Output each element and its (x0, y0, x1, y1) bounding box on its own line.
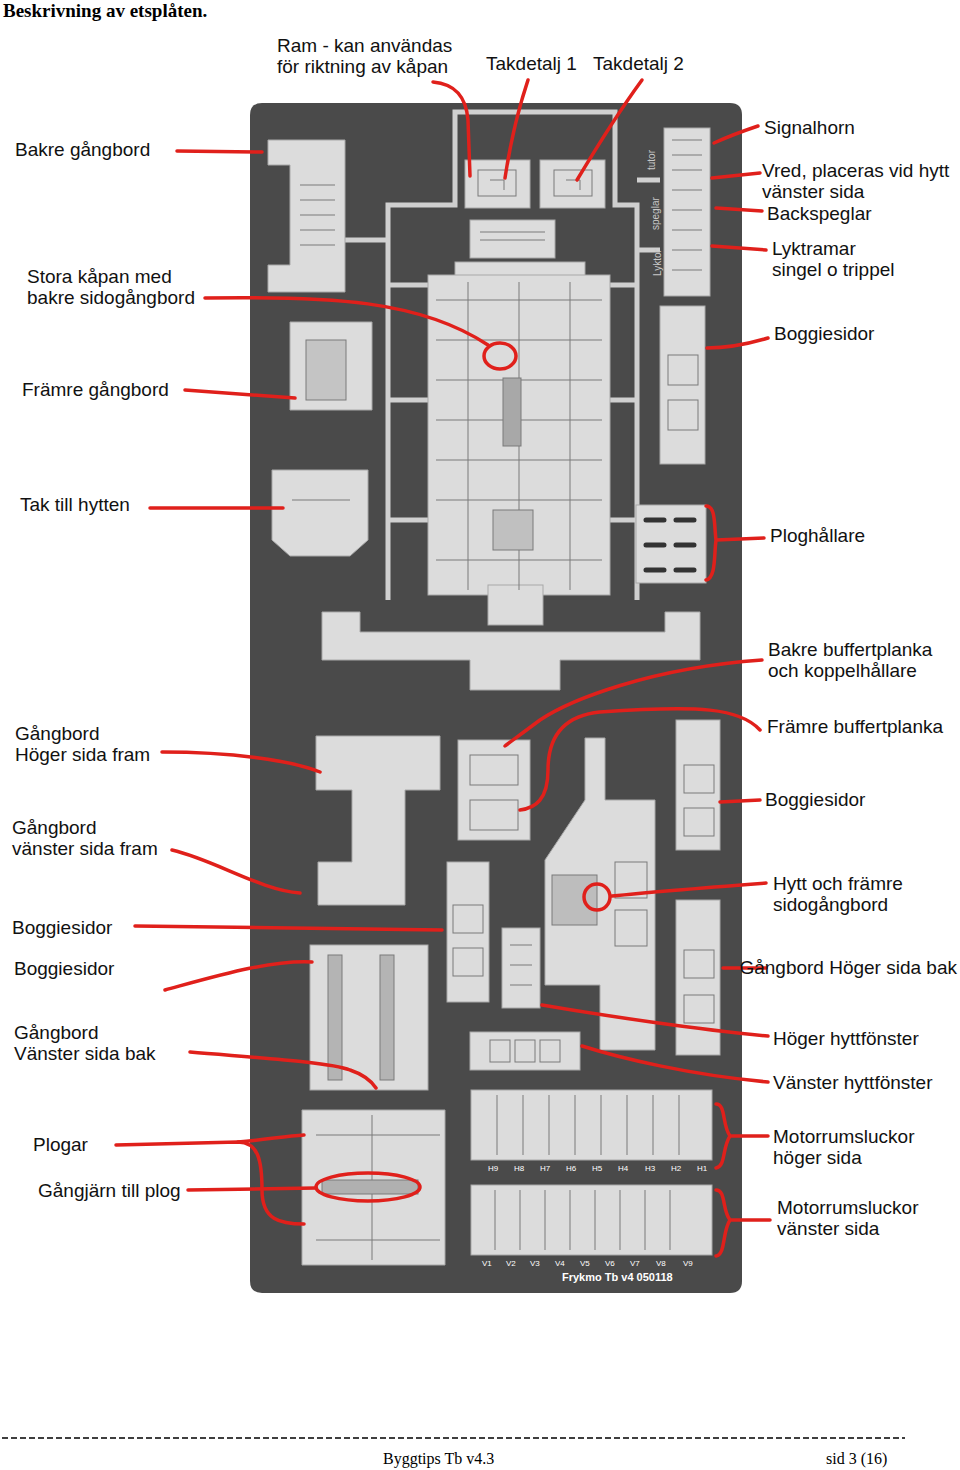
hatch-number: V8 (656, 1259, 666, 1268)
etched-text: tutor (646, 150, 657, 170)
etched-text: Lyktor (652, 249, 663, 276)
callout-label: Bakre buffertplanka och koppelhållare (768, 639, 943, 681)
callout-label: Gångbord Höger sida bak (739, 957, 957, 978)
page-title: Beskrivning av etsplåten. (3, 0, 207, 22)
callout-label: Plogar (33, 1134, 88, 1155)
callout-label: Ploghållare (770, 525, 865, 546)
hatch-number: V3 (530, 1259, 540, 1268)
callout-label: Signalhorn (764, 117, 855, 138)
footer-rule (2, 1437, 905, 1439)
callout-label: Boggiesidor (774, 323, 874, 344)
hatch-number: H5 (592, 1164, 602, 1173)
callout-label: Vänster hyttfönster (773, 1072, 932, 1093)
callout-label: Lyktramar singel o trippel (772, 238, 902, 280)
callout-label: Boggiesidor (12, 917, 112, 938)
callout-label: Hytt och främre sidogångbord (773, 873, 913, 915)
callout-label: Takdetalj 2 (593, 53, 684, 74)
etched-text: speglar (650, 197, 661, 230)
hatch-number: H6 (566, 1164, 576, 1173)
callout-label: Motorrumsluckor höger sida (773, 1126, 928, 1168)
etched-parts (268, 128, 720, 1265)
callout-label: Backspeglar (767, 203, 872, 224)
hatch-number: V1 (482, 1259, 492, 1268)
etch-plate (250, 103, 742, 1293)
callout-label: Vred, placeras vid hytt vänster sida (762, 160, 957, 202)
callout-label: Ram - kan användas för riktning av kåpan (277, 35, 462, 77)
callout-label: Boggiesidor (14, 958, 148, 979)
callout-label: Stora kåpan med bakre sidogångbord (27, 266, 205, 308)
callout-label: Gångbord Vänster sida bak (14, 1022, 162, 1064)
hatch-number: V4 (555, 1259, 565, 1268)
callout-label: Främre buffertplanka (767, 716, 943, 737)
etched-detail (292, 140, 714, 1260)
callout-label: Höger hyttfönster (773, 1028, 919, 1049)
hatch-number: H3 (645, 1164, 655, 1173)
hatch-number: V7 (630, 1259, 640, 1268)
footer-text: Byggtips Tb v4.3 (383, 1450, 494, 1468)
footer-text: sid 3 (16) (826, 1450, 887, 1468)
callout-label: Gångbord vänster sida fram (12, 817, 161, 859)
hatch-number: V2 (506, 1259, 516, 1268)
hatch-number: H8 (514, 1164, 524, 1173)
hatch-number: H9 (488, 1164, 498, 1173)
hatch-number: H1 (697, 1164, 707, 1173)
hatch-number: V5 (580, 1259, 590, 1268)
sprue-frame (345, 112, 660, 600)
callout-label: Gångbord Höger sida fram (15, 723, 153, 765)
callout-label: Gångjärn till plog (38, 1180, 181, 1201)
hatch-number: V9 (683, 1259, 693, 1268)
callout-label: Takdetalj 1 (486, 53, 577, 74)
callout-label: Motorrumsluckor vänster sida (777, 1197, 932, 1239)
callout-label: Tak till hytten (20, 494, 130, 515)
plate-marking: Frykmo Tb v4 050118 (562, 1271, 673, 1283)
callout-label: Bakre gångbord (15, 139, 150, 160)
callout-label: Boggiesidor (765, 789, 865, 810)
leader-line (116, 80, 770, 1256)
hatch-number: H4 (618, 1164, 628, 1173)
callout-label: Främre gångbord (22, 379, 169, 400)
hatch-number: V6 (605, 1259, 615, 1268)
hatch-number: H2 (671, 1164, 681, 1173)
hatch-number: H7 (540, 1164, 550, 1173)
